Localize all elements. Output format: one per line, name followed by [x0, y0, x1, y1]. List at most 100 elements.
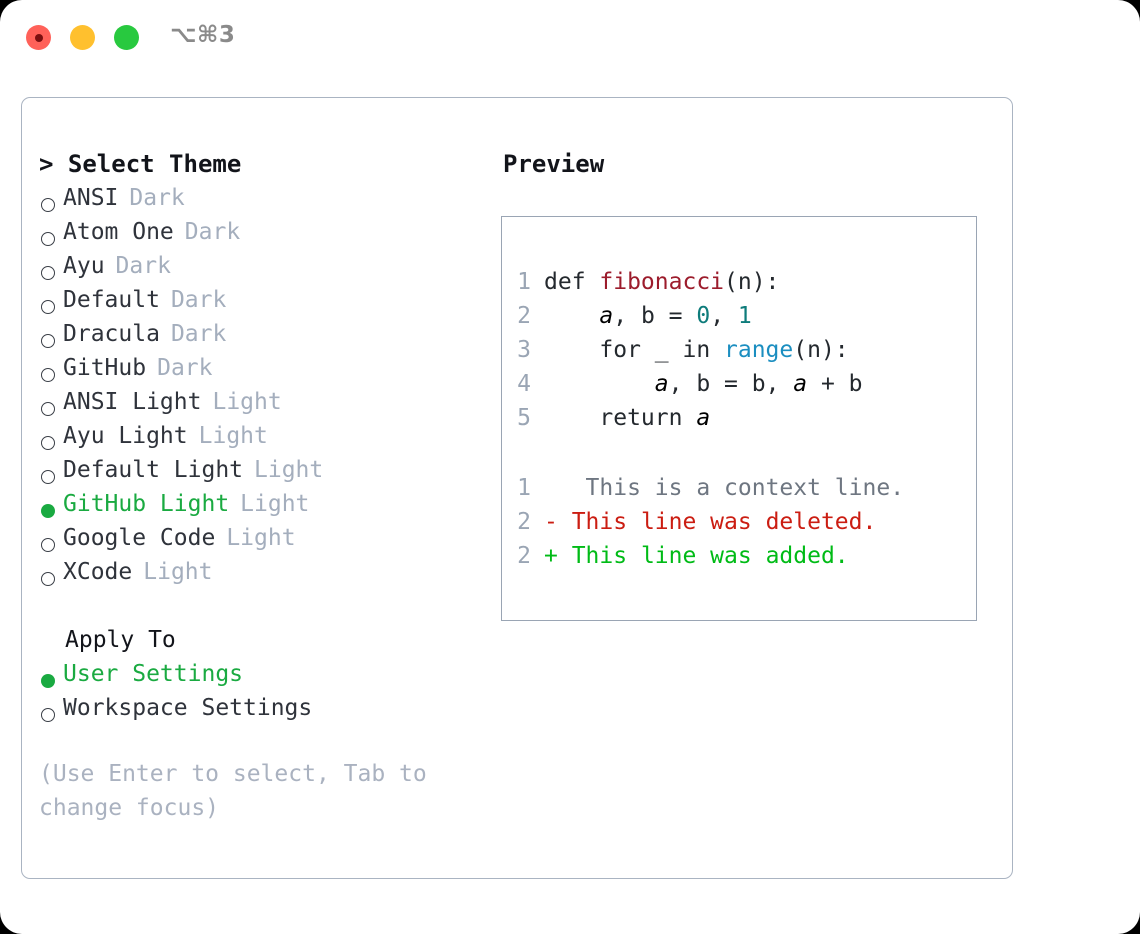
- code-token: ,: [613, 303, 641, 329]
- close-button[interactable]: [26, 25, 51, 50]
- diff-text: This line was added.: [557, 543, 849, 569]
- apply-to-title: Apply To: [65, 627, 176, 653]
- diff-line: 1 This is a context line.: [502, 471, 976, 505]
- theme-variant-tag: Light: [143, 559, 213, 585]
- theme-name: Ayu: [63, 253, 105, 279]
- theme-list-item[interactable]: Dracula Dark: [39, 317, 489, 351]
- code-token: 0: [696, 303, 711, 329]
- recording-indicator-icon: [34, 33, 43, 42]
- code-token: [544, 303, 599, 329]
- theme-name: GitHub Light: [63, 491, 230, 517]
- theme-name: Dracula: [63, 321, 160, 347]
- line-number: 1: [517, 475, 531, 501]
- line-number: 2: [517, 543, 531, 569]
- line-number: 2: [517, 303, 531, 329]
- theme-list-item[interactable]: Default Light Light: [39, 453, 489, 487]
- theme-name: Google Code: [63, 525, 216, 551]
- code-token: (n):: [724, 269, 780, 295]
- code-line-content: return a: [544, 401, 710, 435]
- theme-name: Ayu Light: [63, 423, 188, 449]
- theme-variant-tag: Light: [226, 525, 296, 551]
- theme-variant-tag: Light: [198, 423, 268, 449]
- code-line: 5 return a: [502, 401, 976, 435]
- theme-variant-tag: Dark: [157, 355, 213, 381]
- theme-variant-tag: Light: [212, 389, 282, 415]
- apply-to-label: Workspace Settings: [63, 695, 313, 721]
- diff-marker: [544, 471, 558, 505]
- line-number: 4: [517, 371, 531, 397]
- code-token: =: [654, 303, 697, 329]
- theme-list-item[interactable]: XCode Light: [39, 555, 489, 589]
- code-token: b: [640, 303, 655, 329]
- diff-line: 2- This line was deleted.: [502, 505, 976, 539]
- code-token: 1: [737, 303, 752, 329]
- code-token: def: [544, 269, 600, 295]
- apply-to-label: User Settings: [63, 661, 244, 687]
- theme-name: Default Light: [63, 457, 244, 483]
- theme-list-item[interactable]: Ayu Dark: [39, 249, 489, 283]
- select-theme-prompt: > Select Theme: [39, 150, 242, 178]
- code-token: (n):: [793, 337, 849, 363]
- theme-variant-tag: Dark: [170, 321, 227, 347]
- theme-variant-tag: Dark: [170, 287, 227, 313]
- code-line: 1 def fibonacci(n):: [502, 265, 976, 299]
- keyboard-shortcut-label: ⌥⌘3: [170, 22, 236, 48]
- code-token: a: [654, 371, 669, 397]
- theme-name: Atom One: [63, 219, 174, 245]
- code-token: + b: [807, 371, 863, 397]
- maximize-button[interactable]: [114, 25, 139, 50]
- theme-name: ANSI Light: [63, 389, 202, 415]
- theme-variant-tag: Light: [240, 491, 310, 517]
- apply-to-option[interactable]: User Settings: [39, 657, 489, 691]
- code-line: 4 a, b = b, a + b: [502, 367, 976, 401]
- code-line-content: for _ in range(n):: [544, 333, 849, 367]
- diff-text: This line was deleted.: [557, 509, 877, 535]
- code-token: , b = b,: [668, 371, 794, 397]
- theme-name: ANSI: [63, 185, 119, 211]
- theme-name: XCode: [63, 559, 133, 585]
- line-number: 3: [517, 337, 531, 363]
- window-controls: [26, 25, 139, 50]
- theme-list-item[interactable]: ANSI Light Light: [39, 385, 489, 419]
- code-token: a: [793, 371, 808, 397]
- code-line: 2 a, b = 0, 1: [502, 299, 976, 333]
- code-token: ,: [710, 303, 738, 329]
- line-number: 2: [517, 509, 531, 535]
- code-line-content: a, b = b, a + b: [544, 367, 863, 401]
- title-bar: ⌥⌘3: [0, 0, 1140, 78]
- theme-list-item[interactable]: GitHub Light Light: [39, 487, 489, 521]
- line-number: 1: [517, 269, 531, 295]
- theme-list-item[interactable]: Ayu Light Light: [39, 419, 489, 453]
- diff-marker: +: [544, 543, 558, 569]
- code-token: return: [544, 405, 697, 431]
- code-token: a: [696, 405, 711, 431]
- apply-to-option[interactable]: Workspace Settings: [39, 691, 489, 725]
- theme-variant-tag: Dark: [115, 253, 171, 279]
- code-token: a: [599, 303, 614, 329]
- theme-list-item[interactable]: Google Code Light: [39, 521, 489, 555]
- code-line-content: def fibonacci(n):: [544, 265, 779, 299]
- minimize-button[interactable]: [70, 25, 95, 50]
- theme-variant-tag: Dark: [184, 219, 241, 245]
- diff-line: 2 + This line was added.: [502, 539, 976, 573]
- diff-text: This is a context line.: [557, 475, 905, 501]
- diff-sample: 1 This is a context line.2- This line wa…: [502, 471, 976, 573]
- code-token: fibonacci: [599, 269, 725, 295]
- code-line: 3 for _ in range(n):: [502, 333, 976, 367]
- theme-list-item[interactable]: Atom One Dark: [39, 215, 489, 249]
- line-number: 5: [517, 405, 531, 431]
- code-line-content: a, b = 0, 1: [544, 299, 752, 333]
- theme-variant-tag: Light: [254, 457, 324, 483]
- code-diff-separator: [502, 435, 976, 471]
